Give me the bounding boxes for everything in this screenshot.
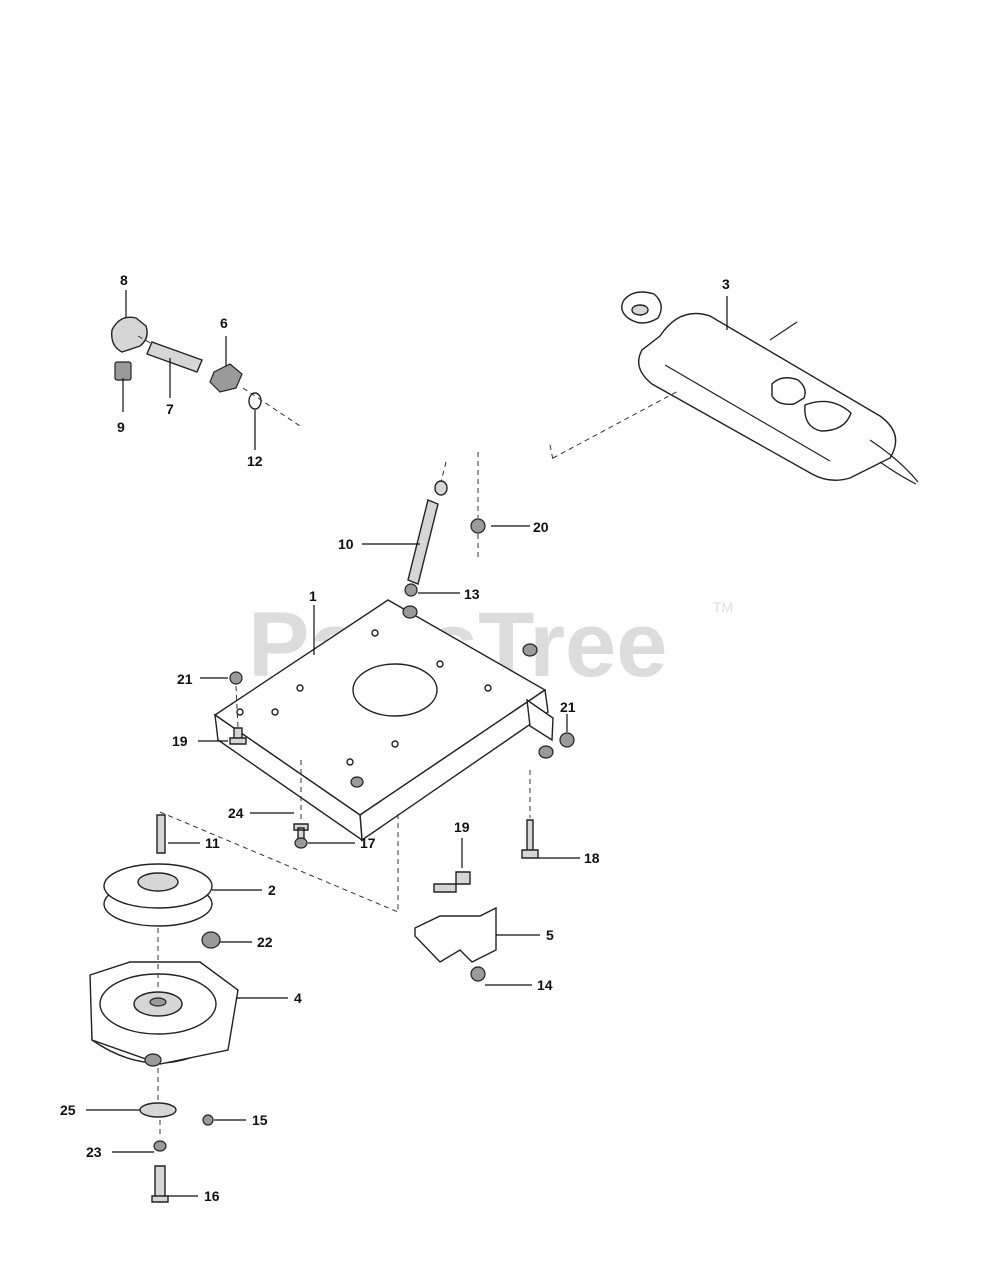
callout-14[interactable]: 14 bbox=[537, 977, 553, 993]
part-13-nut bbox=[404, 583, 418, 597]
muffler-outlet bbox=[771, 377, 806, 406]
plate-tab bbox=[526, 698, 554, 742]
callout-7[interactable]: 7 bbox=[166, 401, 174, 417]
part-25-washer bbox=[139, 1102, 177, 1118]
callout-13[interactable]: 13 bbox=[464, 586, 480, 602]
callouts: 8 9 7 6 12 3 10 20 13 1 21 21 19 24 17 1… bbox=[60, 272, 730, 1204]
callout-2[interactable]: 2 bbox=[268, 882, 276, 898]
rod-end-nut bbox=[434, 480, 448, 496]
callout-22[interactable]: 22 bbox=[257, 934, 273, 950]
callout-19-left[interactable]: 19 bbox=[172, 733, 188, 749]
part-18-bolt bbox=[521, 819, 539, 859]
part-16-bolt bbox=[151, 1165, 169, 1203]
part-14-nut bbox=[470, 966, 486, 982]
muffler-ref-line bbox=[769, 321, 798, 341]
callout-8[interactable]: 8 bbox=[120, 272, 128, 288]
part-19-bolt-left bbox=[229, 727, 247, 745]
plate-hardware bbox=[229, 671, 575, 859]
callout-21-left[interactable]: 21 bbox=[177, 671, 193, 687]
callout-19-right[interactable]: 19 bbox=[454, 819, 470, 835]
callout-18[interactable]: 18 bbox=[584, 850, 600, 866]
callout-3[interactable]: 3 bbox=[722, 276, 730, 292]
plate-weld-nut-b bbox=[522, 643, 538, 657]
part-8-elbow bbox=[111, 316, 148, 353]
muffler-body bbox=[638, 312, 897, 481]
pulley-hub bbox=[137, 872, 179, 892]
watermark-trademark: TM bbox=[713, 599, 733, 615]
callout-10[interactable]: 10 bbox=[338, 536, 354, 552]
part-12-clamp bbox=[248, 392, 262, 410]
callout-15[interactable]: 15 bbox=[252, 1112, 268, 1128]
part-1-plate bbox=[213, 599, 554, 842]
part-10-rod bbox=[407, 499, 439, 585]
muffler-flange-hole bbox=[631, 304, 649, 316]
part-15-pin bbox=[202, 1114, 214, 1126]
part-17-nut bbox=[294, 837, 308, 849]
part-23-lockwasher bbox=[153, 1140, 167, 1152]
plate-weld-nut-d bbox=[538, 745, 554, 759]
callout-17[interactable]: 17 bbox=[360, 835, 376, 851]
bracket-body bbox=[414, 906, 497, 963]
leader-lines bbox=[86, 290, 728, 1197]
hardware-axis-line bbox=[157, 1068, 161, 1138]
plate-holes bbox=[236, 629, 492, 766]
plate-weld-nut-c bbox=[350, 776, 364, 788]
clutch-hardware bbox=[139, 1068, 214, 1203]
muffler-axis-line bbox=[549, 389, 681, 461]
pulley-assembly bbox=[103, 811, 399, 949]
clutch-bore bbox=[149, 997, 167, 1007]
part-6-fitting bbox=[209, 363, 243, 393]
fitting-axis-line bbox=[137, 335, 301, 427]
plate-center-hole bbox=[352, 663, 438, 717]
rod-axis-line bbox=[440, 461, 447, 483]
part-9-nipple bbox=[114, 361, 132, 381]
callout-11[interactable]: 11 bbox=[205, 835, 220, 851]
muffler-pipe bbox=[869, 439, 919, 485]
part-5-bracket bbox=[414, 871, 497, 982]
fitting-assembly bbox=[111, 316, 301, 427]
part-21-nut-right bbox=[559, 732, 575, 748]
callout-25[interactable]: 25 bbox=[60, 1102, 76, 1118]
nut-21-axis-line bbox=[235, 685, 239, 729]
callout-21-right[interactable]: 21 bbox=[560, 699, 576, 715]
part-21-nut-left bbox=[229, 671, 243, 685]
callout-4[interactable]: 4 bbox=[294, 990, 302, 1006]
muffler-seam bbox=[664, 364, 831, 462]
callout-24[interactable]: 24 bbox=[228, 805, 244, 821]
part-4-clutch bbox=[89, 928, 239, 1067]
part-20-nut bbox=[470, 518, 486, 534]
plate-weld-nut-a bbox=[402, 605, 418, 619]
callout-23[interactable]: 23 bbox=[86, 1144, 102, 1160]
callout-6[interactable]: 6 bbox=[220, 315, 228, 331]
part-7-tube bbox=[146, 341, 203, 373]
rod-assembly bbox=[404, 452, 486, 597]
callout-20[interactable]: 20 bbox=[533, 519, 549, 535]
callout-1[interactable]: 1 bbox=[309, 588, 317, 604]
clutch-stud bbox=[144, 1053, 162, 1067]
pulley-frame-line bbox=[159, 811, 399, 913]
muffler-elbow bbox=[804, 400, 852, 432]
part-11-key bbox=[156, 814, 166, 854]
part-3-muffler bbox=[549, 291, 919, 485]
plate-side-flange bbox=[214, 713, 363, 842]
bracket-bolts bbox=[433, 871, 471, 893]
callout-5[interactable]: 5 bbox=[546, 927, 554, 943]
callout-9[interactable]: 9 bbox=[117, 419, 125, 435]
callout-16[interactable]: 16 bbox=[204, 1188, 220, 1204]
part-22-nut bbox=[201, 931, 221, 949]
callout-12[interactable]: 12 bbox=[247, 453, 263, 469]
